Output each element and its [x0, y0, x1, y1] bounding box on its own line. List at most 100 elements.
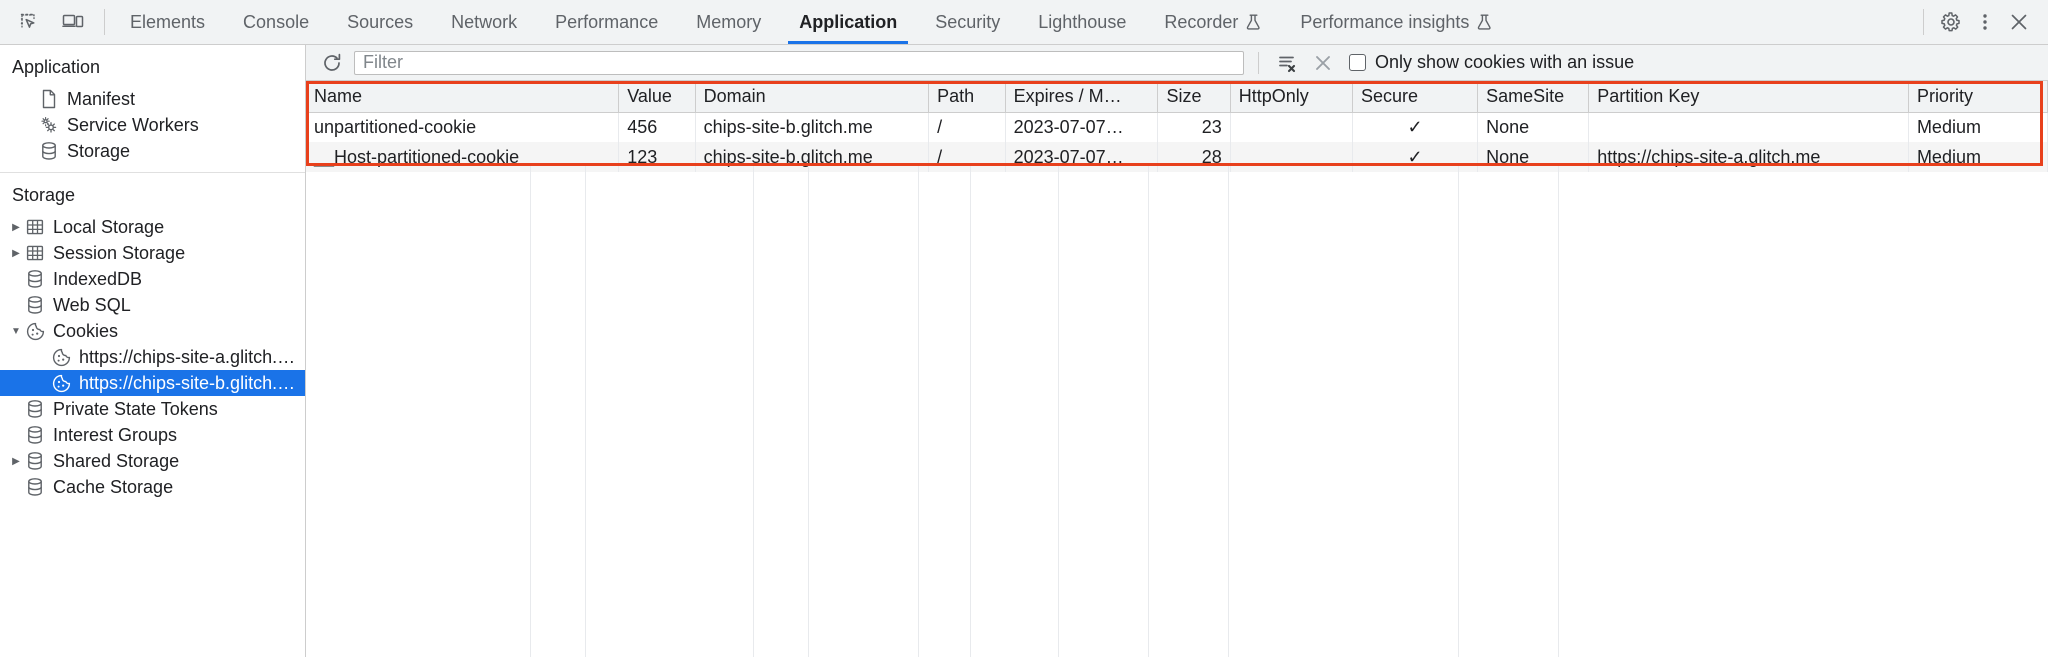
only-show-issues-label: Only show cookies with an issue [1375, 52, 1635, 72]
tab-sources[interactable]: Sources [328, 0, 432, 44]
sidebar-item-private-state-tokens[interactable]: Private State Tokens [0, 396, 305, 422]
tab-label: Performance [555, 11, 659, 32]
sidebar-item-manifest[interactable]: Manifest [0, 86, 305, 112]
chevron-right-icon[interactable]: ▶ [12, 247, 20, 259]
tab-memory[interactable]: Memory [677, 0, 780, 44]
database-icon [24, 399, 46, 419]
sidebar-item-local-storage[interactable]: ▶ Local Storage [0, 214, 305, 240]
close-icon[interactable] [2004, 7, 2034, 37]
cell-value: 456 [618, 112, 696, 142]
sidebar-item-label: https://chips-site-a.glitch.me [79, 346, 299, 367]
tab-network[interactable]: Network [432, 0, 536, 44]
column-header-partition-key[interactable]: Partition Key [1588, 81, 1909, 113]
tab-elements[interactable]: Elements [111, 0, 224, 44]
tab-recorder[interactable]: Recorder [1145, 0, 1281, 44]
sidebar-item-https-chips-site-b-glitch-me[interactable]: https://chips-site-b.glitch.me [0, 370, 305, 396]
only-show-issues-checkbox[interactable]: Only show cookies with an issue [1349, 52, 1634, 73]
tab-label: Security [935, 11, 1001, 32]
column-header-value[interactable]: Value [618, 81, 696, 113]
clear-filtered-cookies-icon[interactable] [1309, 49, 1337, 77]
column-header-httponly[interactable]: HttpOnly [1230, 81, 1354, 113]
cell-samesite: None [1477, 142, 1590, 172]
device-toolbar-icon[interactable] [58, 7, 88, 37]
tab-label: Network [451, 11, 518, 32]
cell-httponly [1230, 112, 1354, 142]
sidebar-item-shared-storage[interactable]: ▶Shared Storage [0, 448, 305, 474]
toolbar-divider [104, 9, 105, 35]
tab-label: Sources [347, 11, 414, 32]
storage-section-title: Storage [12, 185, 76, 205]
tab-performance-insights[interactable]: Performance insights [1281, 0, 1512, 44]
column-header-path[interactable]: Path [928, 81, 1006, 113]
sidebar-item-indexeddb[interactable]: IndexedDB [0, 266, 305, 292]
kebab-menu-icon[interactable] [1970, 7, 2000, 37]
checkbox-box[interactable] [1349, 54, 1366, 71]
cell-name: unpartitioned-cookie [306, 112, 620, 142]
refresh-icon[interactable] [318, 49, 346, 77]
tab-lighthouse[interactable]: Lighthouse [1019, 0, 1145, 44]
sidebar-item-cookies[interactable]: ▼ Cookies [0, 318, 305, 344]
sidebar-item-label: Private State Tokens [53, 398, 218, 419]
inspect-element-icon[interactable] [14, 7, 44, 37]
sidebar-item-web-sql[interactable]: Web SQL [0, 292, 305, 318]
cell-partition-key: https://chips-site-a.glitch.me [1588, 142, 1909, 172]
chevron-down-icon[interactable]: ▼ [11, 325, 21, 337]
sidebar-item-label: Interest Groups [53, 424, 178, 445]
cookie-icon [50, 373, 72, 393]
column-header-priority[interactable]: Priority [1908, 81, 2048, 113]
column-header-domain[interactable]: Domain [695, 81, 930, 113]
column-header-expires-m[interactable]: Expires / M… [1005, 81, 1159, 113]
table-icon [24, 217, 46, 237]
cell-domain: chips-site-b.glitch.me [695, 142, 930, 172]
tab-console[interactable]: Console [224, 0, 328, 44]
table-icon [24, 243, 46, 263]
sidebar-item-label: Local Storage [53, 216, 165, 237]
toolbar-left-controls [0, 0, 98, 44]
chevron-right-icon[interactable]: ▶ [12, 221, 20, 233]
tab-label: Lighthouse [1038, 11, 1127, 32]
service-workers-gears-icon [38, 115, 60, 135]
sidebar-item-cache-storage[interactable]: Cache Storage [0, 474, 305, 500]
empty-column [306, 166, 531, 657]
toolbar-right-controls [1930, 0, 2048, 44]
sidebar-item-https-chips-site-a-glitch-me[interactable]: https://chips-site-a.glitch.me [0, 344, 305, 370]
sidebar-item-label: https://chips-site-b.glitch.me [79, 372, 299, 393]
cell-secure: ✓ [1352, 142, 1479, 172]
tab-application[interactable]: Application [780, 0, 916, 44]
chevron-right-icon[interactable]: ▶ [12, 455, 20, 467]
cell-expires: 2023-07-07… [1005, 112, 1159, 142]
tab-security[interactable]: Security [916, 0, 1019, 44]
empty-column [1149, 166, 1229, 657]
column-header-size[interactable]: Size [1157, 81, 1231, 113]
clear-all-cookies-icon[interactable] [1273, 49, 1301, 77]
gear-icon[interactable] [1936, 7, 1966, 37]
cookies-filter-toolbar: Only show cookies with an issue [306, 45, 2048, 81]
sidebar-item-interest-groups[interactable]: Interest Groups [0, 422, 305, 448]
database-icon [24, 451, 46, 471]
sidebar-item-service-workers[interactable]: Service Workers [0, 112, 305, 138]
column-header-samesite[interactable]: SameSite [1477, 81, 1590, 113]
tab-performance[interactable]: Performance [536, 0, 677, 44]
experiment-flask-icon [1476, 13, 1493, 31]
cell-samesite: None [1477, 112, 1590, 142]
column-header-secure[interactable]: Secure [1352, 81, 1479, 113]
sidebar-item-session-storage[interactable]: ▶Session Storage [0, 240, 305, 266]
application-section-title: Application [12, 57, 101, 77]
sidebar-item-storage[interactable]: Storage [0, 138, 305, 164]
tab-label: Memory [696, 11, 762, 32]
sidebar-item-label: Cookies [53, 320, 119, 341]
cookie-icon [50, 347, 72, 367]
search-input[interactable] [354, 50, 1244, 75]
column-header-name[interactable]: Name [306, 81, 620, 113]
sidebar-item-label: Storage [67, 140, 131, 161]
database-icon [24, 295, 46, 315]
